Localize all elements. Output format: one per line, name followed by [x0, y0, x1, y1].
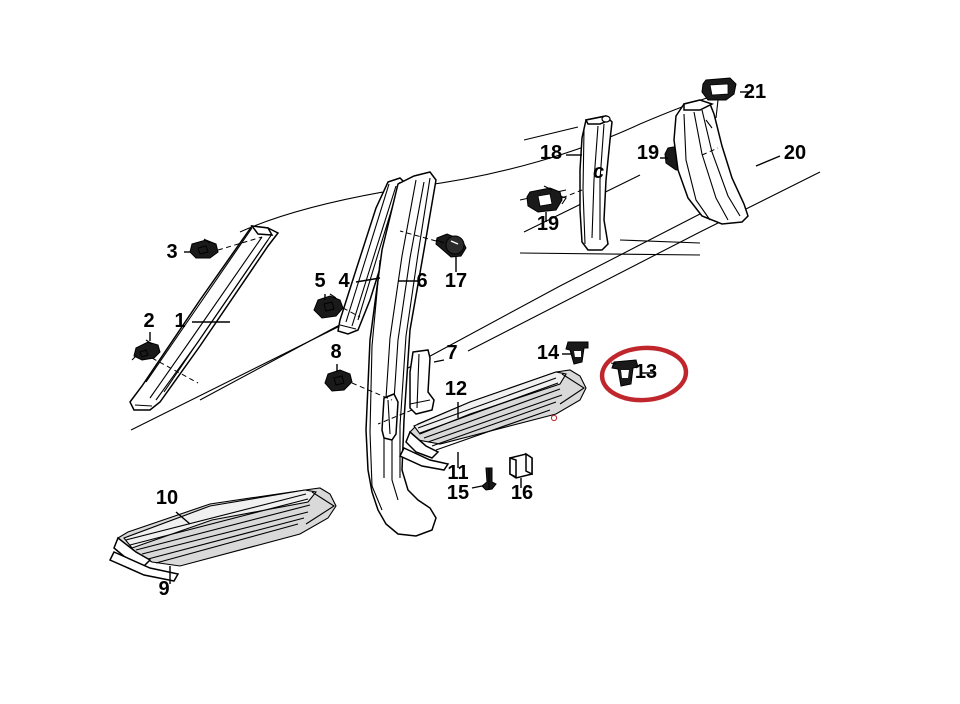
- callout-number-door-sill-plate-left: 10: [156, 487, 178, 509]
- part-expanding-rivet-clip: [610, 359, 639, 387]
- highlight-annotation: [599, 345, 689, 403]
- part-c-pillar-trim: c: [579, 115, 613, 251]
- callout-number-b-pillar-upper-trim: 4: [338, 270, 350, 292]
- callout-number-expanding-rivet-clip: 13: [635, 361, 657, 383]
- part-sill-bracket: [509, 452, 533, 479]
- callout-number-screw-cap-trim: 17: [445, 270, 467, 292]
- callout-number-sill-plate-end-cap-right: 11: [447, 462, 468, 484]
- callout-number-d-pillar-trim: 20: [784, 142, 806, 164]
- part-screw-cap-trim: [435, 233, 467, 258]
- callout-number-screw-sill: 15: [447, 482, 469, 504]
- callout-number-a-pillar-trim-left: 1: [174, 310, 185, 332]
- callout-number-sill-clip: 14: [537, 342, 560, 364]
- callout-number-sill-plate-end-cap-left: 9: [158, 578, 169, 600]
- sill-red-dot: [550, 414, 558, 422]
- callout-number-clip-d-pillar: 19: [637, 142, 659, 164]
- callout-number-clip-a-pillar-lower: 2: [143, 310, 154, 332]
- callout-number-door-sill-plate-right: 12: [445, 378, 467, 400]
- part-d-pillar-trim: [673, 99, 749, 225]
- callout-number-clip-b-pillar-upper: 5: [314, 270, 325, 292]
- part-door-sill-plate-right: [405, 369, 587, 459]
- sill-red-dot-marker: [550, 414, 558, 422]
- part-clip-a-pillar-lower: [131, 339, 161, 361]
- part-door-sill-plate-left: [113, 487, 337, 567]
- callout-number-trim-bracket: 7: [446, 342, 457, 364]
- part-clip-b-pillar-upper: [313, 293, 344, 319]
- callout-number-clip-a-pillar-upper: 3: [166, 241, 177, 263]
- part-sill-plate-end-cap-left: [108, 551, 180, 582]
- part-clip-d-pillar-upper: [701, 77, 737, 119]
- callout-number-clip-b-pillar-lower: 8: [330, 341, 341, 363]
- callout-number-sill-bracket: 16: [511, 482, 533, 504]
- callout-number-clip-c-pillar-lower: 19: [537, 213, 559, 235]
- part-b-pillar-lower-trim: [365, 171, 437, 537]
- part-clip-c-pillar-lower: [526, 185, 567, 213]
- callout-number-c-pillar-trim: 18: [540, 142, 562, 164]
- part-clip-b-pillar-lower: [324, 369, 353, 392]
- callout-number-b-pillar-lower-trim: 6: [416, 270, 427, 292]
- part-b-pillar-upper-trim: [337, 177, 407, 335]
- part-a-pillar-trim: [129, 225, 280, 411]
- part-sill-clip: [565, 341, 589, 365]
- part-screw-sill: [481, 467, 497, 491]
- leader-lines: [149, 91, 781, 584]
- c-pillar-mark: c: [593, 161, 604, 183]
- part-sill-plate-end-cap-right: [398, 447, 450, 471]
- part-trim-bracket: [409, 349, 435, 415]
- callout-number-clip-d-pillar-upper: 21: [744, 81, 766, 103]
- part-clip-a-pillar-upper: [189, 238, 219, 259]
